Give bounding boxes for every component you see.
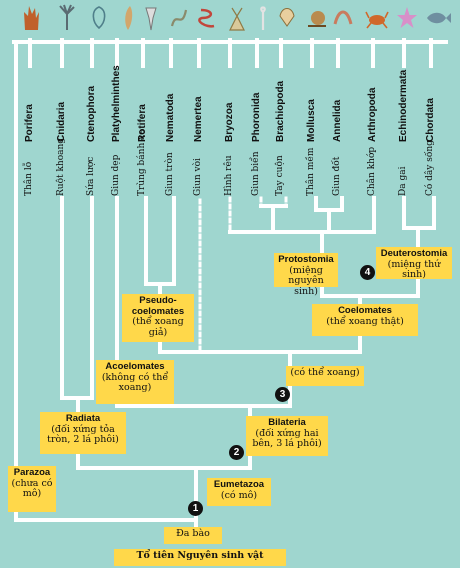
- box-da-bao: Đa bào: [164, 527, 222, 544]
- box-co-the-xoang: (có thể xoang): [286, 366, 364, 386]
- box-protostomia: Protostomia (miệng nguyên sinh): [274, 253, 338, 296]
- eumetazoa-desc: (có mô): [220, 489, 258, 501]
- brachiopod-icon: [279, 8, 295, 27]
- node-2: 2: [229, 445, 244, 460]
- bilateria-desc: (đối xứng hai bên, 3 lá phôi): [252, 427, 322, 449]
- comb-jelly-icon: [92, 6, 106, 30]
- phylum-common-name: Sứa lược: [86, 156, 96, 196]
- phoronid-icon: [260, 6, 266, 30]
- box-parazoa: Parazoa (chưa có mô): [8, 466, 56, 512]
- ancestor-title: Tổ tiên Nguyên sinh vật: [136, 550, 264, 561]
- phylum-common-name: Chân khớp: [367, 146, 377, 196]
- rotifer-icon: [145, 7, 157, 31]
- protostomia-desc: (miệng nguyên sinh): [288, 264, 324, 297]
- phylum-common-name: Có dây sống: [425, 140, 435, 196]
- bryozoan-icon: [229, 7, 245, 31]
- pseudocoelomates-desc: (thể xoang giả): [132, 316, 184, 338]
- phylum-common-name: Giun biển: [251, 151, 261, 197]
- box-eumetazoa: Eumetazoa (có mô): [207, 478, 271, 506]
- protostomia-title: Protostomia: [278, 254, 334, 265]
- ribbon-worm-icon: [198, 8, 215, 28]
- phylum-common-name: Giun đốt: [332, 156, 342, 196]
- box-coelomates: Coelomates (thể xoang thật): [312, 304, 418, 336]
- snail-icon: [308, 11, 326, 27]
- radiata-desc: (đối xứng tỏa tròn, 2 lá phôi): [47, 423, 119, 445]
- coelomates-desc: (thể xoang thật): [326, 315, 404, 327]
- acoelomates-desc: (không có thể xoang): [101, 371, 169, 393]
- phylum-common-name: Giun tròn: [165, 152, 175, 196]
- bilateria-title: Bilateria: [268, 417, 306, 428]
- sponge-icon: [24, 6, 39, 30]
- box-radiata: Radiata (đối xứng tỏa tròn, 2 lá phôi): [40, 412, 126, 454]
- flatworm-icon: [125, 6, 133, 30]
- eumetazoa-title: Eumetazoa: [213, 479, 265, 490]
- box-deuterostomia: Deuterostomia (miệng thứ sinh): [376, 247, 452, 280]
- phylum-common-name: Ruột khoang: [56, 137, 66, 196]
- phylum-common-name: Tay cuộn: [275, 155, 285, 196]
- crab-icon: [365, 11, 389, 29]
- parazoa-title: Parazoa: [13, 467, 51, 478]
- box-bilateria: Bilateria (đối xứng hai bên, 3 lá phôi): [246, 416, 328, 456]
- phylum-common-name: Giun dẹp: [111, 154, 121, 196]
- phylum-common-name: Giun vòi: [193, 158, 203, 196]
- node-3: 3: [275, 387, 290, 402]
- hydra-icon: [59, 4, 75, 30]
- phylum-common-name: Thân lỗ: [24, 161, 34, 196]
- roundworm-icon: [170, 9, 188, 27]
- earthworm-icon: [333, 10, 353, 25]
- phylum-common-name: Da gai: [398, 166, 408, 196]
- deuterostomia-desc: (miệng thứ sinh): [387, 258, 441, 280]
- starfish-icon: [397, 7, 417, 28]
- coelomates-title: Coelomates: [338, 305, 392, 316]
- box-acoelomates: Acoelomates (không có thể xoang): [96, 360, 174, 404]
- node-1: 1: [188, 501, 203, 516]
- phylum-common-name: Hình rêu: [224, 155, 234, 196]
- phylum-common-name: Thân mềm: [306, 147, 316, 196]
- fish-icon: [427, 12, 451, 24]
- acoelomates-title: Acoelomates: [105, 361, 165, 372]
- box-pseudocoelomates: Pseudo-coelomates (thể xoang giả): [122, 294, 194, 342]
- da-bao-title: Đa bào: [176, 528, 210, 539]
- parazoa-desc: (chưa có mô): [11, 477, 53, 499]
- phylum-common-name: Trùng bánh xe: [137, 129, 147, 196]
- pseudocoelomates-title: Pseudo-coelomates: [131, 295, 185, 317]
- co-the-xoang-desc: (có thể xoang): [290, 367, 360, 378]
- deuterostomia-title: Deuterostomia: [380, 248, 448, 259]
- radiata-title: Radiata: [65, 413, 101, 424]
- box-ancestor: Tổ tiên Nguyên sinh vật: [114, 549, 286, 566]
- node-4: 4: [360, 265, 375, 280]
